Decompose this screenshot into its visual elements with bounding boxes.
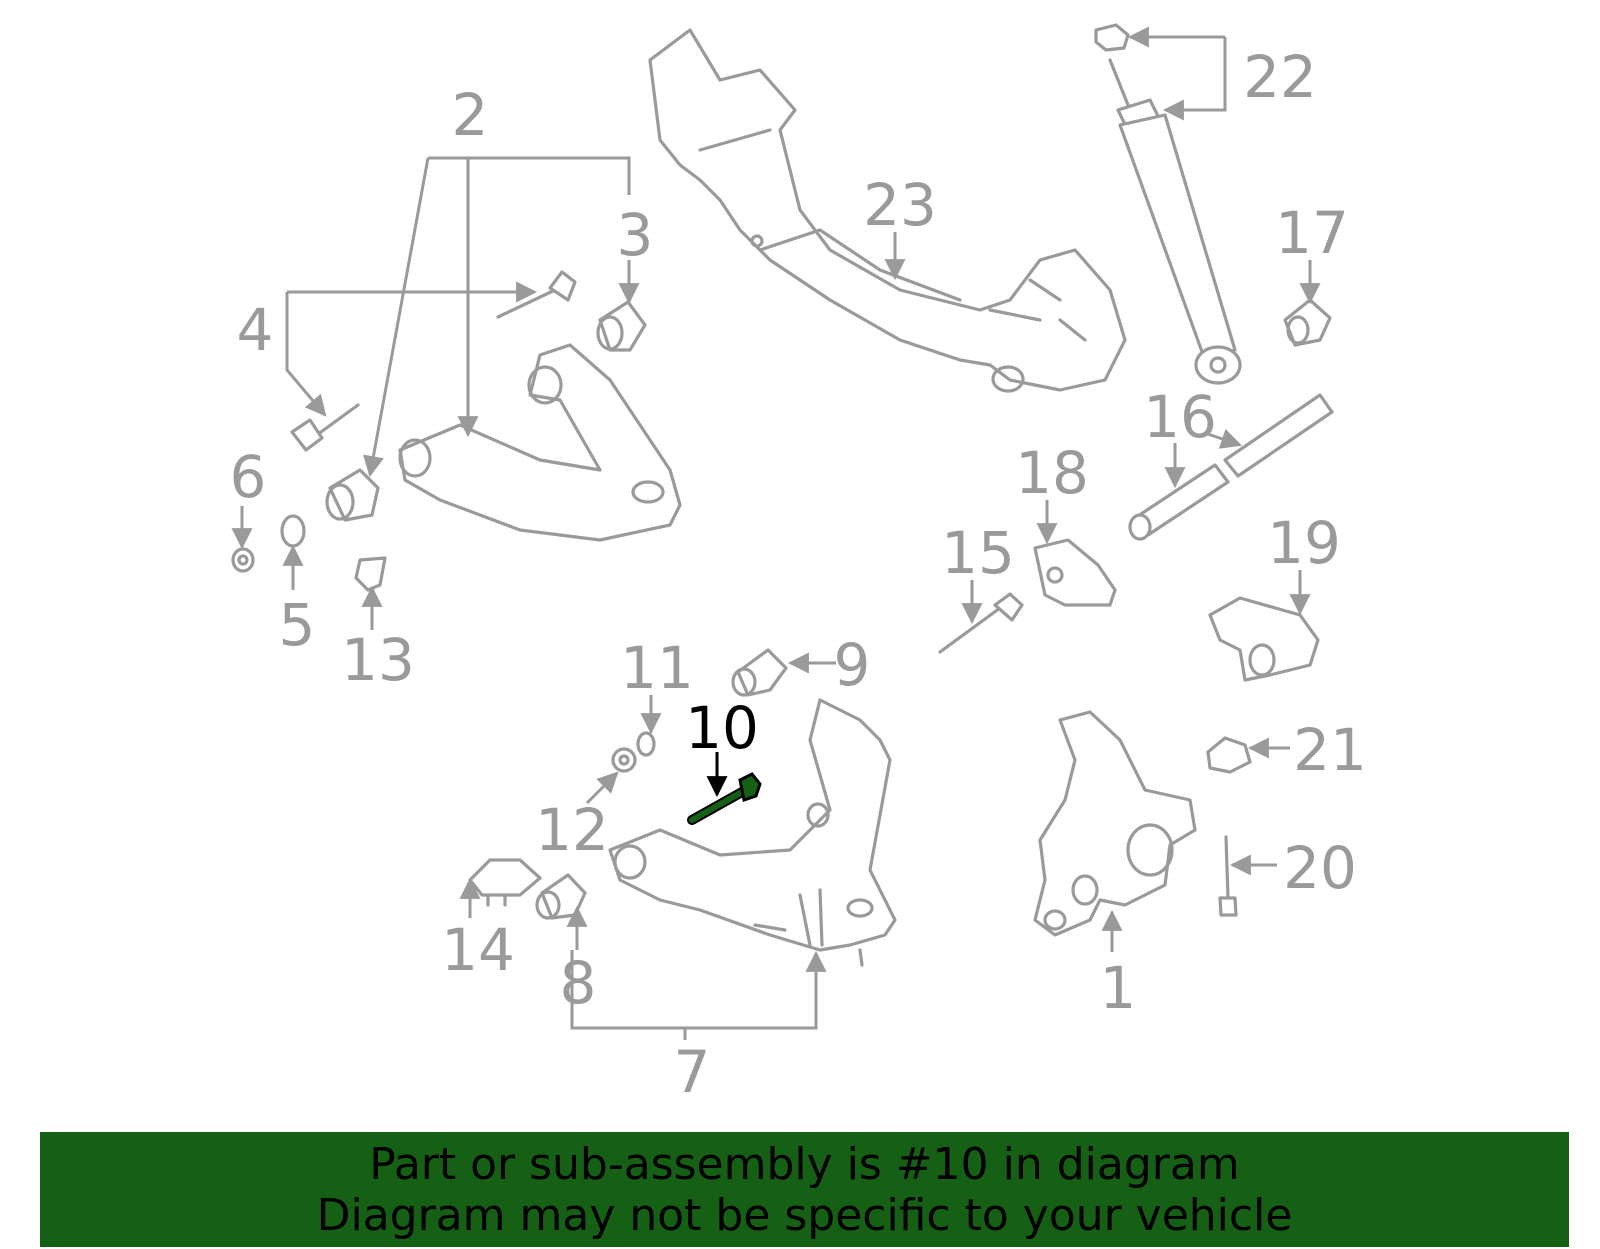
bushing-part-9 — [731, 648, 788, 697]
callout-7: 7 — [674, 1038, 711, 1106]
callout-18: 18 — [1015, 439, 1089, 507]
nut-part-12 — [611, 747, 637, 773]
steering-knuckle-part-1 — [1033, 710, 1197, 937]
bolt-part-10-highlighted[interactable] — [687, 772, 762, 825]
bolt-part-4 — [290, 270, 577, 452]
callout-12: 12 — [535, 796, 609, 864]
callout-22: 22 — [1243, 43, 1317, 111]
banner-line-disclaimer: Diagram may not be specific to your vehi… — [316, 1189, 1293, 1241]
shock-absorber-part-22 — [1094, 23, 1242, 385]
bushing-part-2-lower — [325, 468, 380, 522]
bushing-part-17 — [1283, 298, 1332, 347]
callout-labels: 2 3 4 6 5 13 22 23 17 16 18 15 19 9 11 1… — [230, 43, 1367, 1106]
washer-part-11 — [636, 731, 656, 757]
bracket-part-19 — [1208, 596, 1320, 682]
callout-6: 6 — [230, 443, 267, 511]
bracket-part-14 — [468, 858, 542, 907]
callout-19: 19 — [1267, 509, 1341, 577]
lower-control-arm-part-7 — [608, 698, 897, 967]
callout-14: 14 — [441, 916, 515, 984]
pin-part-16 — [1128, 393, 1334, 541]
callout-13: 13 — [341, 626, 415, 694]
callout-3: 3 — [617, 201, 654, 269]
callout-8: 8 — [560, 949, 597, 1017]
leader-lines — [231, 26, 1321, 1040]
callout-21: 21 — [1293, 716, 1367, 784]
callout-1: 1 — [1100, 954, 1137, 1022]
callout-23: 23 — [863, 171, 937, 239]
callout-9: 9 — [834, 631, 871, 699]
banner-line-part-number: Part or sub-assembly is #10 in diagram — [369, 1138, 1240, 1190]
clip-part-13 — [354, 556, 387, 592]
callout-16: 16 — [1143, 383, 1217, 451]
bracket-part-18 — [1033, 538, 1117, 607]
callout-20: 20 — [1283, 834, 1357, 902]
bolt-part-20 — [1218, 835, 1238, 917]
upper-control-arm-part-2 — [398, 343, 682, 542]
callout-2: 2 — [452, 81, 489, 149]
callout-10: 10 — [685, 694, 759, 762]
crossmember-part-23 — [648, 28, 1127, 393]
callout-11: 11 — [620, 634, 694, 702]
callout-5: 5 — [279, 591, 316, 659]
callout-15: 15 — [941, 519, 1015, 587]
info-banner: Part or sub-assembly is #10 in diagram D… — [40, 1132, 1569, 1247]
callout-4: 4 — [237, 296, 274, 364]
bushing-part-21 — [1206, 736, 1252, 774]
nut-part-6 — [231, 547, 255, 573]
washer-part-5 — [280, 514, 306, 548]
callout-17: 17 — [1275, 199, 1349, 267]
bolt-part-15 — [938, 592, 1024, 654]
bushing-part-3 — [596, 300, 647, 352]
